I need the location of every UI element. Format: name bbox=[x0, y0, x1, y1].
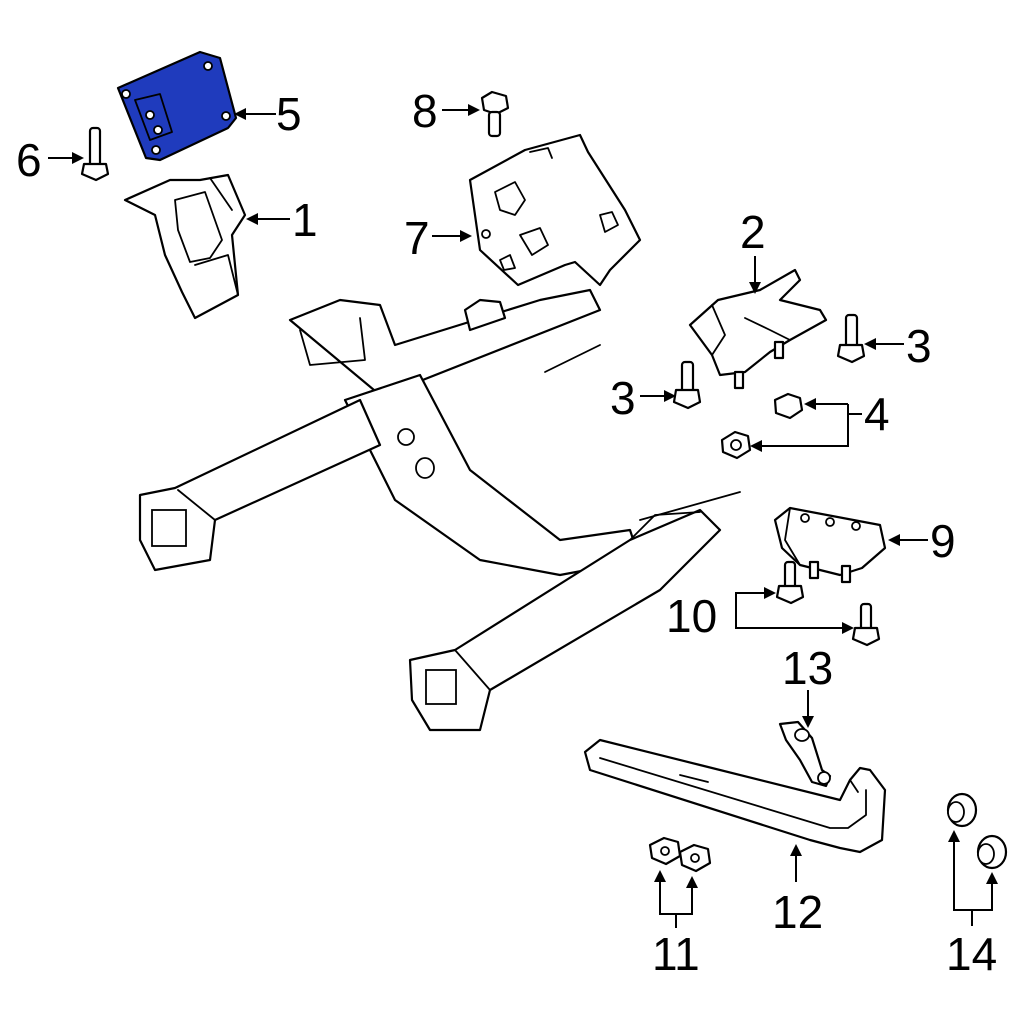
part-4-nut-upper bbox=[773, 392, 804, 420]
part-2-mount bbox=[688, 268, 828, 390]
part-7-heat-shield bbox=[468, 133, 642, 287]
part-4-nut-lower bbox=[720, 430, 752, 460]
part-10-bolt-upper bbox=[775, 560, 805, 605]
part-13-link bbox=[778, 720, 832, 788]
callout-4: 4 bbox=[864, 388, 890, 440]
callout-14: 14 bbox=[946, 928, 997, 980]
callout-6: 6 bbox=[16, 134, 42, 186]
leader-lines bbox=[48, 104, 998, 928]
callout-8: 8 bbox=[412, 85, 438, 137]
part-9-mount bbox=[773, 506, 887, 584]
part-3-bolt-left bbox=[672, 360, 702, 410]
callout-5: 5 bbox=[276, 88, 302, 140]
frame-crossmember bbox=[138, 288, 741, 732]
part-14-bushing-upper bbox=[946, 792, 978, 828]
part-5-mount-plate bbox=[116, 50, 238, 162]
callout-labels: 5 6 1 8 7 2 3 3 4 9 10 13 12 11 14 bbox=[16, 85, 997, 980]
callout-1: 1 bbox=[292, 194, 318, 246]
callout-7: 7 bbox=[404, 212, 430, 264]
part-3-bolt-right bbox=[836, 313, 866, 364]
callout-2: 2 bbox=[740, 206, 766, 258]
callout-3-left: 3 bbox=[610, 372, 636, 424]
callout-10: 10 bbox=[666, 590, 717, 642]
part-1-bracket bbox=[123, 173, 247, 320]
callout-12: 12 bbox=[772, 886, 823, 938]
part-8-bolt bbox=[480, 90, 510, 138]
callout-11: 11 bbox=[652, 928, 700, 980]
part-6-bolt bbox=[80, 126, 110, 182]
part-12-support-bar bbox=[583, 738, 887, 854]
callout-13: 13 bbox=[782, 642, 833, 694]
callout-3-right: 3 bbox=[906, 320, 932, 372]
callout-9: 9 bbox=[930, 515, 956, 567]
part-14-bushing-lower bbox=[976, 834, 1008, 870]
part-11-nut-left bbox=[648, 836, 682, 866]
part-10-bolt-lower bbox=[851, 602, 881, 647]
part-11-nut-right bbox=[678, 843, 712, 873]
